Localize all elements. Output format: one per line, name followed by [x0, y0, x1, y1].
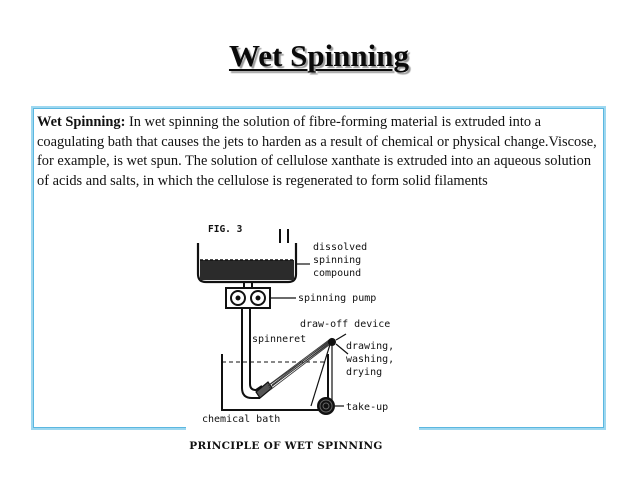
label-spinning: spinning: [313, 255, 361, 266]
label-drying: drying: [346, 367, 382, 378]
figure-caption: PRINCIPLE OF WET SPINNING: [189, 440, 383, 452]
label-washing: washing,: [346, 354, 394, 365]
wet-spinning-diagram: FIG. 3: [186, 216, 419, 438]
fig-label: FIG. 3: [208, 224, 243, 235]
paragraph-body: In wet spinning the solution of fibre-fo…: [37, 114, 597, 189]
label-drawing: drawing,: [346, 341, 394, 352]
label-spinning-pump: spinning pump: [298, 293, 376, 304]
paragraph-lead: Wet Spinning:: [37, 114, 126, 130]
spinning-solution: [200, 260, 294, 280]
label-spinneret: spinneret: [252, 334, 306, 345]
label-compound: compound: [313, 268, 361, 279]
feed-tube: [241, 308, 260, 399]
description-paragraph: Wet Spinning: In wet spinning the soluti…: [37, 113, 605, 191]
filament-bundle: [267, 339, 330, 391]
chemical-bath: [221, 354, 329, 411]
take-up-reel: [317, 397, 335, 415]
label-take-up: take-up: [346, 402, 388, 413]
slide-title: Wet Spinning: [228, 38, 410, 73]
label-chemical-bath: chemical bath: [202, 414, 280, 425]
solution-tank: [196, 243, 298, 284]
label-dissolved: dissolved: [313, 242, 367, 253]
label-draw-off: draw-off device: [300, 319, 390, 330]
